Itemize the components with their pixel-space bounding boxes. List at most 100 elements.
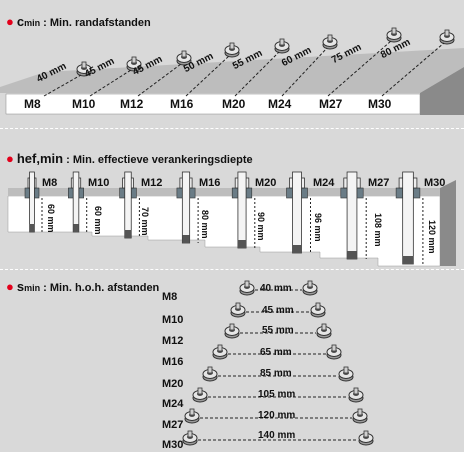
bullet-icon: ● <box>6 151 14 166</box>
spacing-nut <box>224 323 240 339</box>
bolt-stub <box>229 323 235 331</box>
anchor-tip <box>237 240 247 248</box>
edge-anchor-nut <box>322 34 338 50</box>
edge-size-label: M24 <box>268 97 292 111</box>
anchor-rod <box>181 171 191 244</box>
edge-dim-line <box>327 40 392 97</box>
edge-size-label: M27 <box>319 97 343 111</box>
section3-header: ●smin : Min. h.o.h. afstanden <box>6 279 159 294</box>
bolt-stub <box>189 408 195 416</box>
spacing-size-label: M27 <box>162 419 184 431</box>
anchor-rod <box>346 171 358 260</box>
bolt-stub <box>357 408 363 416</box>
spacing-nut <box>239 280 255 296</box>
cmin-symbol: c <box>16 14 25 29</box>
spacing-size-label: M30 <box>162 439 184 451</box>
edge-dim-line <box>381 42 445 97</box>
spacing-value-label: 55 mm <box>262 325 294 336</box>
anchor-rod <box>72 171 80 233</box>
anchor-size-label: M27 <box>368 177 390 189</box>
bolt-stub <box>187 430 193 438</box>
spacing-nut <box>326 344 342 360</box>
anchor-rod <box>124 171 132 239</box>
edge-size-label: M20 <box>222 97 246 111</box>
anchor-size-label: M10 <box>88 177 110 189</box>
anchor-rod <box>237 171 247 249</box>
section1-title: : Min. randafstanden <box>43 17 151 29</box>
depth-label: 90 mm <box>256 212 266 241</box>
edge-anchor-nut <box>76 61 92 77</box>
bolt-stub <box>217 344 223 352</box>
bolt-stub <box>353 387 359 395</box>
bolt-stub <box>343 366 349 374</box>
edge-dim-line <box>281 47 328 97</box>
smin-subscript: min <box>24 283 41 293</box>
edge-size-label: M8 <box>24 97 41 111</box>
block-top <box>8 188 440 196</box>
edge-anchor-nut <box>439 29 455 45</box>
anchor-size-label: M24 <box>313 177 335 189</box>
slab-side-face <box>420 67 464 115</box>
spacing-nut <box>184 408 200 424</box>
spacing-value-label: 45 mm <box>262 305 294 316</box>
spacing-value-label: 120 mm <box>258 410 296 421</box>
spacing-size-label: M20 <box>162 378 184 390</box>
depth-label: 80 mm <box>200 210 210 239</box>
spacing-nut <box>338 366 354 382</box>
spacing-nut <box>302 280 318 296</box>
bolt-stub <box>321 323 327 331</box>
section-divider <box>0 269 464 270</box>
anchor-tip <box>29 224 35 232</box>
edge-size-label: M30 <box>368 97 392 111</box>
section1-header: ●cmin : Min. randafstanden <box>6 14 151 29</box>
spacing-size-label: M24 <box>162 398 184 410</box>
bolt-stub <box>327 34 333 42</box>
anchor-rod <box>402 171 414 265</box>
spacing-nut <box>352 408 368 424</box>
bullet-icon: ● <box>6 14 14 29</box>
cmin-subscript: min <box>24 18 41 28</box>
bolt-stub <box>244 280 250 288</box>
hefmin-symbol: hef,min <box>16 151 64 166</box>
bolt-stub <box>197 387 203 395</box>
edge-size-label: M12 <box>120 97 144 111</box>
spacing-size-label: M8 <box>162 291 178 303</box>
anchor-rod <box>292 171 302 254</box>
depth-label: 60 mm <box>46 204 56 233</box>
bolt-stub <box>81 61 87 69</box>
spacing-nut <box>230 302 246 318</box>
bolt-stub <box>307 280 313 288</box>
spacing-nut <box>316 323 332 339</box>
edge-anchor-nut <box>176 50 192 66</box>
spacing-nut <box>182 430 198 446</box>
anchor-size-label: M8 <box>42 177 58 189</box>
section2-header: ●hef,min : Min. effectieve verankeringsd… <box>6 151 253 166</box>
spacing-size-label: M10 <box>162 314 184 326</box>
edge-dim-line <box>137 63 182 97</box>
edge-dim-line <box>43 74 82 97</box>
anchor-tip <box>292 245 302 253</box>
slab-top-face <box>0 48 464 93</box>
bolt-stub <box>207 366 213 374</box>
bolt-stub <box>331 344 337 352</box>
bolt-stub <box>235 302 241 310</box>
spacing-nut <box>348 387 364 403</box>
depth-label: 96 mm <box>313 213 323 242</box>
depth-label: 108 mm <box>373 213 383 247</box>
spacing-size-label: M16 <box>162 356 184 368</box>
spacing-nut <box>212 344 228 360</box>
spacing-nut <box>358 430 374 446</box>
anchor-size-label: M20 <box>255 177 277 189</box>
concrete-block <box>7 195 441 267</box>
bolt-stub <box>279 38 285 46</box>
edge-dim-line <box>89 69 132 97</box>
anchor-tip <box>182 235 190 243</box>
spacing-value-label: 65 mm <box>260 347 292 358</box>
section3-title: : Min. h.o.h. afstanden <box>43 282 160 294</box>
spacing-value-label: 140 mm <box>258 430 296 441</box>
anchor-size-label: M30 <box>424 177 446 189</box>
edge-anchor-nut <box>126 56 142 72</box>
spacing-value-label: 40 mm <box>260 283 292 294</box>
